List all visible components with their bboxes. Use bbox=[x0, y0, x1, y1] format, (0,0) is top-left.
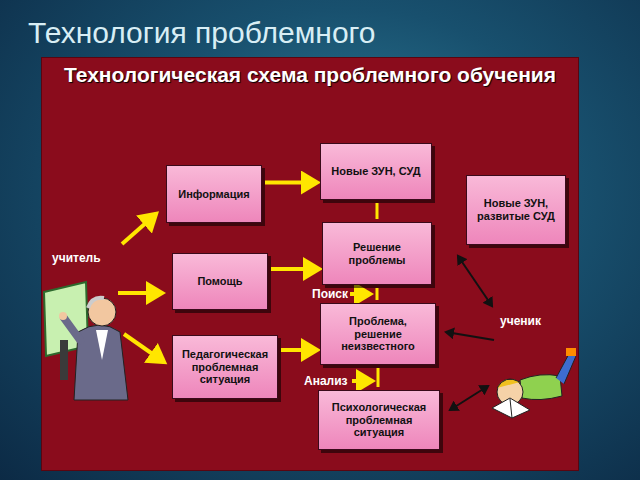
box-text: Психологическая проблемная ситуация bbox=[324, 401, 434, 439]
result-box: Новые ЗУН, СУД bbox=[320, 143, 432, 200]
connector bbox=[376, 203, 379, 219]
box-text: Проблема, решение неизвестного bbox=[326, 315, 430, 353]
connector bbox=[377, 368, 380, 387]
box-text: Решение проблемы bbox=[328, 241, 426, 266]
info-box: Информация bbox=[166, 165, 262, 223]
actor-label: учитель bbox=[52, 251, 101, 265]
diagram-title: Технологическая схема проблемного обучен… bbox=[52, 62, 568, 88]
slide-title: Технология проблемного bbox=[28, 16, 376, 50]
result-box: Новые ЗУН, развитые СУД bbox=[466, 175, 566, 245]
analysis-arrow bbox=[352, 379, 372, 383]
step-label: Анализ bbox=[304, 374, 348, 388]
box-text: Новые ЗУН, развитые СУД bbox=[472, 197, 560, 222]
teacher-arrow bbox=[122, 214, 156, 244]
step-label: Поиск bbox=[312, 287, 348, 301]
student-arrow bbox=[446, 332, 494, 340]
actor-label: ученик bbox=[500, 314, 541, 328]
search-arrow bbox=[350, 292, 370, 296]
situation-box: Педагогическая проблемная ситуация bbox=[172, 335, 278, 399]
box-text: Педагогическая проблемная ситуация bbox=[178, 348, 272, 386]
student-arrow bbox=[450, 386, 488, 410]
student-arrow bbox=[458, 256, 492, 306]
connector bbox=[271, 267, 319, 271]
box-text: Новые ЗУН, СУД bbox=[331, 165, 420, 178]
box-text: Помощь bbox=[197, 275, 242, 288]
teacher-arrow bbox=[124, 334, 164, 362]
student-figure bbox=[492, 348, 576, 418]
help-box: Помощь bbox=[172, 253, 268, 310]
connector bbox=[265, 181, 317, 185]
connector bbox=[376, 288, 379, 300]
teacher-arrow bbox=[118, 291, 162, 295]
box-text: Информация bbox=[178, 188, 249, 201]
connector bbox=[281, 348, 317, 352]
situation-box: Психологическая проблемная ситуация bbox=[318, 390, 440, 450]
solution-box: Решение проблемы bbox=[322, 222, 432, 285]
teacher-figure bbox=[44, 282, 128, 400]
problem-box: Проблема, решение неизвестного bbox=[320, 303, 436, 365]
